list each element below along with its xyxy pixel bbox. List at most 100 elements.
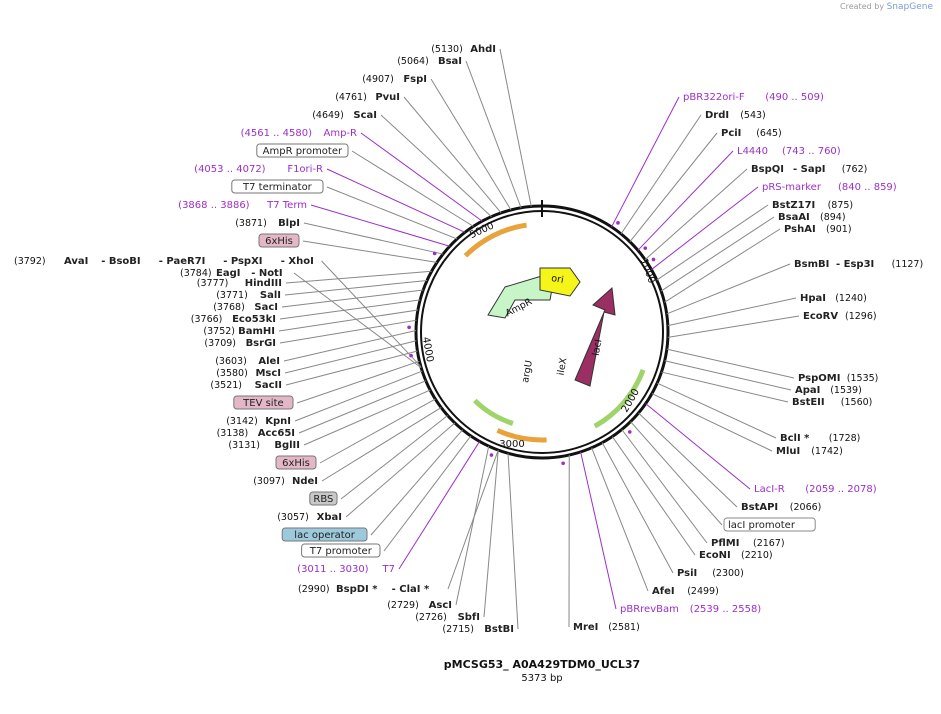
laci-label: lacI	[591, 338, 605, 356]
left-feature-box-label: 6xHis	[282, 458, 310, 469]
backbone-inner	[420, 210, 664, 454]
left-site-pos: (4649)	[312, 110, 344, 121]
right-leader-line	[660, 216, 775, 292]
left-site-pos: (3766)	[191, 314, 223, 325]
left-site-name: AhdI	[470, 44, 496, 55]
right-primer-pos: (2059 .. 2078)	[805, 484, 877, 495]
plasmid-length: 5373 bp	[521, 673, 562, 684]
snapgene-watermark: Created by SnapGene	[840, 2, 933, 12]
left-leader-line	[403, 96, 502, 214]
argu-label: argU	[520, 359, 535, 383]
right-site-name: BstEII	[792, 397, 825, 408]
right-leader-line	[580, 451, 617, 610]
arc-green-left	[473, 398, 514, 426]
left-site-name: Eco53kI	[232, 314, 276, 325]
left-site-pos: (3097)	[253, 476, 285, 487]
backbone-outer	[414, 204, 670, 460]
left-leader-line	[281, 289, 424, 308]
multi-row-name: BspDI *	[336, 584, 378, 595]
left-leader-line	[303, 222, 444, 255]
right-site-pos: (2499)	[687, 586, 719, 597]
right-site-pos: (2167)	[753, 538, 785, 549]
left-leader-line	[294, 370, 423, 422]
primer-marker	[432, 251, 437, 256]
right-leader-line	[621, 429, 708, 544]
primer-marker	[627, 430, 632, 434]
primer-marker	[407, 325, 411, 330]
left-site-name: Acc65I	[258, 428, 295, 439]
tick-1000: 1000	[638, 257, 657, 285]
left-leader-line	[283, 330, 417, 362]
left-site-name: AleI	[258, 356, 280, 367]
arc-orange-top	[463, 222, 527, 258]
ori-label: ori	[550, 273, 564, 286]
multi-row-leader	[321, 260, 422, 367]
right-leader-line	[629, 132, 718, 243]
right-leader-line	[666, 348, 795, 379]
right-site-name: EcoNI	[699, 550, 731, 561]
left-primer-pos: (3011 .. 3030)	[297, 564, 369, 575]
left-site-pos: (3057)	[277, 512, 309, 523]
left-feature-box-label: lac operator	[294, 530, 355, 541]
right-leader-line	[611, 436, 696, 556]
left-primer-pos: (4561 .. 4580)	[241, 128, 313, 139]
left-site-name: SacII	[255, 380, 282, 391]
right-leader-line	[591, 447, 649, 592]
left-site-pos: (3709)	[204, 338, 236, 349]
multi-row-leader	[293, 272, 422, 369]
right-site-extra: - Esp3I	[836, 259, 874, 270]
multi-row-pos: (2990)	[298, 584, 330, 595]
right-site-pos: (543)	[740, 110, 766, 121]
left-feature-box	[281, 527, 368, 542]
left-site-pos: (4907)	[362, 74, 394, 85]
left-feature-box-label: AmpR promoter	[263, 146, 343, 157]
left-feature-box	[231, 179, 324, 194]
right-site-pos: (1728)	[829, 433, 861, 444]
left-leader-line	[321, 407, 442, 482]
left-site-name: MscI	[255, 368, 281, 379]
left-site-name: XbaI	[317, 512, 342, 523]
right-leader-line	[611, 96, 680, 228]
left-feature-box-label: T7 terminator	[242, 182, 313, 193]
right-leader-line	[630, 421, 723, 526]
left-site-pos: (5130)	[431, 44, 463, 55]
right-site-pos: (2210)	[741, 550, 773, 561]
multi-row-name: - XhoI	[281, 256, 314, 267]
right-site-name: ApaI	[795, 385, 820, 396]
right-site-pos: (875)	[828, 200, 854, 211]
right-leader-line	[645, 403, 751, 490]
arc-green-right	[593, 369, 646, 429]
left-leader-line	[284, 279, 428, 296]
laci-feature-shape	[574, 286, 616, 387]
left-leader-line	[345, 422, 456, 518]
left-site-name: BsaI	[438, 56, 462, 67]
right-site-name: BclI *	[780, 433, 810, 444]
left-site-name: FspI	[403, 74, 427, 85]
right-primer-pos: (2539 .. 2558)	[690, 604, 762, 615]
left-site-pos: (3131)	[228, 440, 260, 451]
right-leader-line	[666, 263, 791, 315]
primer-marker	[489, 453, 494, 457]
primer-marker	[561, 461, 565, 466]
left-site-pos: (3142)	[226, 416, 258, 427]
plasmid-name: pMCSG53_ A0A429TDM0_UCL37	[444, 658, 640, 671]
left-leader-line	[296, 360, 420, 404]
left-site-pos: (3521)	[210, 380, 242, 391]
left-site-pos: (3777)	[197, 278, 229, 289]
left-feature-box-label: T7 promoter	[309, 546, 373, 557]
right-site-pos: (1296)	[845, 311, 877, 322]
multi-row-name: - NotI	[251, 268, 282, 279]
left-site-name: BamHI	[238, 326, 275, 337]
left-leader-line	[499, 48, 532, 207]
left-site-pos: (5064)	[397, 56, 429, 67]
right-site-name: PciI	[721, 128, 741, 139]
left-site-name: BglII	[274, 440, 300, 451]
left-leader-line	[340, 415, 448, 500]
left-leader-line	[455, 446, 490, 606]
right-site-pos: (901)	[826, 224, 852, 235]
ori-feature-shape	[539, 267, 581, 297]
left-site-pos: (3771)	[216, 290, 248, 301]
multi-row-name: - PaeR7I	[159, 256, 206, 267]
left-feature-box	[301, 543, 381, 558]
right-site-pos: (1560)	[841, 397, 873, 408]
